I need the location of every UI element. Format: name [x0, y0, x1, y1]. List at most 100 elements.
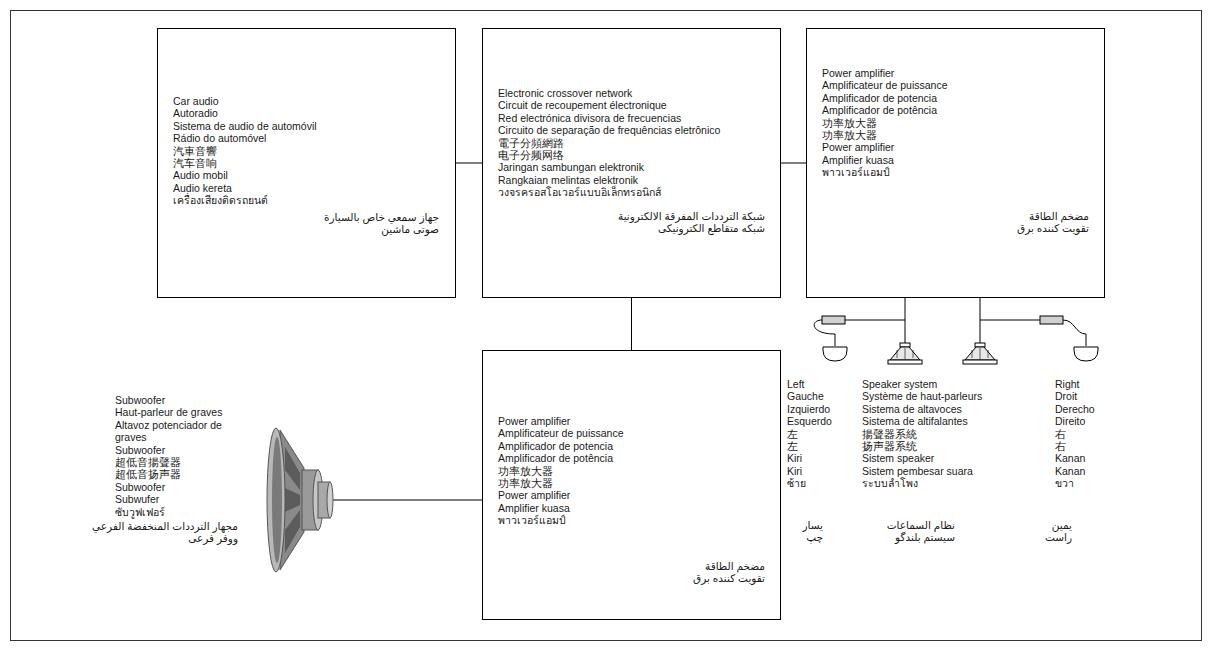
part-label: 超低音揚聲器: [115, 456, 238, 468]
tweeter-symbol: [823, 347, 847, 361]
translation-text: Amplifier kuasa: [822, 154, 1089, 166]
subwoofer-surround: [272, 437, 282, 563]
translation-text: 功率放大器: [498, 477, 765, 489]
basket-window: [285, 447, 300, 490]
subwoofer-magnet: [302, 470, 318, 530]
translation-text: Power amplifier: [498, 415, 765, 427]
part-label: 超低音扬声器: [115, 468, 238, 480]
rtl-label: چپ: [787, 531, 823, 543]
translation-text: 功率放大器: [822, 129, 1089, 141]
part-label: Subwoofer: [115, 481, 238, 493]
translation-text: พาวเวอร์แอมป์: [498, 514, 765, 526]
node-text-area: Power amplifierAmplificateur de puissanc…: [483, 351, 780, 584]
part-label: ซ้าย: [787, 477, 823, 489]
translation-text: Audio kereta: [173, 182, 439, 194]
node-text-area: Power amplifier Amplificateur de puissanc…: [807, 29, 1104, 234]
part-label: Izquierdo: [787, 403, 823, 415]
translation-text: Amplificador de potencia: [498, 440, 765, 452]
part-label: Kiri: [787, 452, 823, 464]
woofer-ribs: [972, 348, 988, 359]
translation-text: 電子分頻網路: [498, 137, 738, 149]
translation-text: Rangkaian melintas elektronik: [498, 174, 738, 186]
translation-text: 汽车音响: [173, 157, 439, 169]
component-box: Power amplifier Amplificateur de puissanc…: [806, 28, 1105, 298]
speaker-label-group: LeftGaucheIzquierdoEsquerdo左左KiriKiriซ้า…: [787, 378, 823, 543]
basket-window: [285, 488, 300, 512]
subwoofer-magnet: [313, 470, 323, 530]
subwoofer-basket: [280, 430, 304, 570]
rtl-translation: مضخم الطاقة: [822, 210, 1089, 222]
translation-text: Rádio do automóvel: [173, 132, 439, 144]
part-label: Altavoz potenciador de graves: [115, 419, 238, 444]
speaker-label-group: RightDroitDerechoDireito右右KananKananขวาي…: [1055, 378, 1072, 543]
translation-text: เครื่องเสียงติดรถยนต์: [173, 194, 439, 206]
translation-text: 汽車音響: [173, 145, 439, 157]
part-label: Sistema de altifalantes: [862, 415, 955, 427]
part-label: Direito: [1055, 415, 1072, 427]
part-label: Droit: [1055, 390, 1072, 402]
part-label: Sistem speaker: [862, 452, 955, 464]
part-label: Kanan: [1055, 452, 1072, 464]
node-text-area: Electronic crossover networkCircuit de r…: [483, 29, 780, 234]
rtl-translation: شبکه متقاطع الکترونیکی: [498, 222, 765, 234]
part-label: Kiri: [787, 465, 823, 477]
translation-text: 电子分频网络: [498, 149, 738, 161]
translation-text: Amplificador de potencia: [822, 92, 1089, 104]
part-label: Sistema de altavoces: [862, 403, 955, 415]
translation-text: Amplifier kuasa: [498, 502, 765, 514]
translation-text: 功率放大器: [822, 117, 1089, 129]
rtl-label: سیستم بلندگو: [862, 531, 955, 543]
wire-connector: [1040, 316, 1063, 324]
speaker-wire: [814, 320, 835, 346]
part-label: 扬声器系统: [862, 440, 955, 452]
speaker-wire: [845, 320, 905, 321]
part-label: 右: [1055, 440, 1072, 452]
wire-connector: [822, 316, 845, 324]
part-label: Derecho: [1055, 403, 1072, 415]
subwoofer-back-plate: [318, 482, 330, 518]
part-label: ซับวูฟเฟอร์: [115, 506, 238, 518]
subwoofer-wire: [332, 500, 482, 501]
translation-text: Jaringan sambungan elektronik: [498, 161, 738, 173]
translation-text: Amplificateur de puissance: [822, 79, 1089, 91]
translation-text: Autoradio: [173, 107, 439, 119]
rtl-translation: جهاز سمعي خاص بالسيارة: [173, 211, 439, 223]
subwoofer-back-plate: [327, 482, 333, 518]
part-label: Right: [1055, 378, 1072, 390]
signal-connector: [781, 163, 806, 164]
component-box: Electronic crossover networkCircuit de r…: [482, 28, 781, 298]
translation-text: Sistema de audio de automóvil: [173, 120, 439, 132]
rtl-translation: تقویت کننده برق: [822, 222, 1089, 234]
translation-text: Power amplifier: [822, 141, 1089, 153]
translation-text: Amplificador de potência: [822, 104, 1089, 116]
part-label: Subwoofer: [115, 394, 238, 406]
node-text-area: Car audioAutoradioSistema de audio de au…: [158, 29, 455, 235]
part-label: ขวา: [1055, 477, 1072, 489]
part-label: Speaker system: [862, 378, 955, 390]
part-label: Gauche: [787, 390, 823, 402]
speaker-wire: [980, 320, 1040, 321]
part-label: 左: [787, 440, 823, 452]
woofer-magnet: [900, 343, 910, 347]
translation-text: Power amplifier: [498, 489, 765, 501]
part-label: 左: [787, 428, 823, 440]
tweeter-symbol: [1074, 347, 1098, 361]
woofer-symbol: [888, 343, 922, 364]
part-label: Subwoofer: [115, 444, 238, 456]
part-label: Left: [787, 378, 823, 390]
part-label: Système de haut-parleurs: [862, 390, 955, 402]
rtl-label: يسار: [787, 519, 823, 531]
speaker-label-group: Speaker systemSystème de haut-parleursSi…: [862, 378, 955, 543]
rtl-label: نظام السماعات: [862, 519, 955, 531]
basket-window: [285, 510, 300, 553]
part-label: 右: [1055, 428, 1072, 440]
translation-text: Car audio: [173, 95, 439, 107]
rtl-label: يمين: [1055, 519, 1072, 531]
part-label: 揚聲器系統: [862, 428, 955, 440]
rtl-translation: صوتی ماشین: [173, 223, 439, 235]
woofer-rim: [963, 360, 997, 364]
woofer-magnet: [975, 343, 985, 347]
outer-frame: [11, 11, 1202, 641]
translation-text: Circuit de recoupement électronique: [498, 99, 738, 111]
